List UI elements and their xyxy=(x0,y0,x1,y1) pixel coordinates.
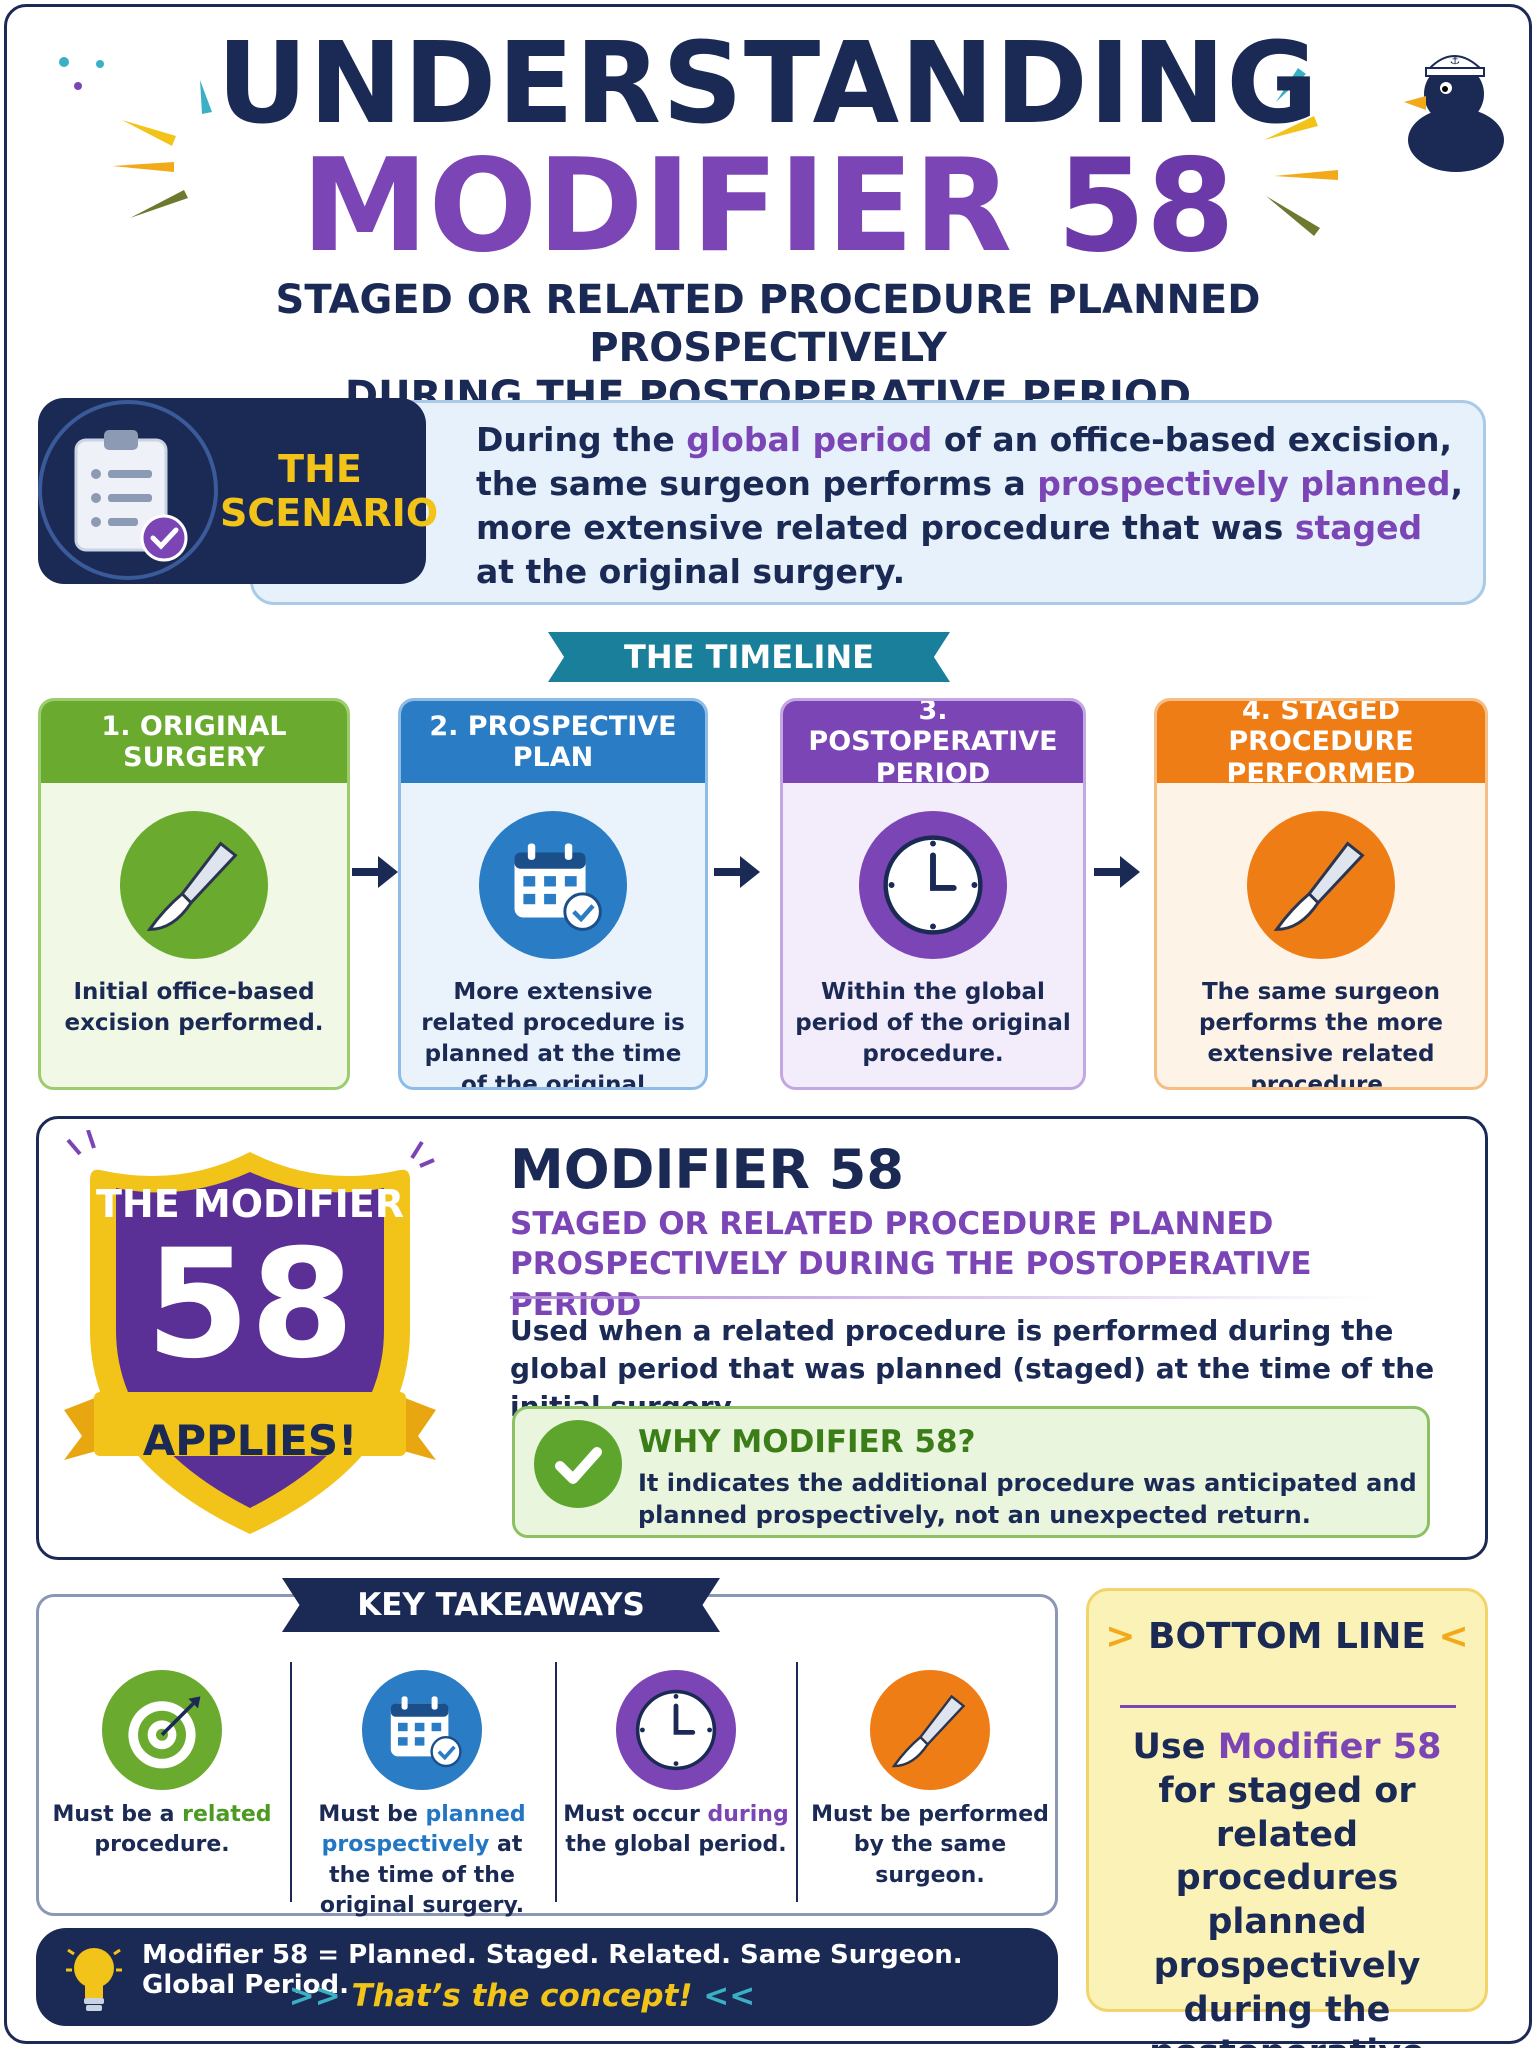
modifier-subtitle-line1: STAGED OR RELATED PROCEDURE PLANNED xyxy=(510,1206,1274,1242)
takeaway-post: the global period. xyxy=(565,1832,787,1858)
scenario-label: THE SCENARIO xyxy=(220,447,439,535)
takeaway-text: Must occur during the global period. xyxy=(556,1800,796,1861)
modifier-description: Used when a related procedure is perform… xyxy=(510,1314,1435,1423)
bottom-line-panel xyxy=(1086,1588,1488,2012)
timeline-step-title: 3. POSTOPERATIVE PERIOD xyxy=(783,701,1083,789)
timeline-step-title: 4. STAGED PROCEDURE PERFORMED xyxy=(1157,701,1485,789)
calendar-check-icon xyxy=(362,1670,482,1790)
shield-number: 58 xyxy=(145,1218,355,1392)
bottom-line-divider xyxy=(1120,1705,1456,1708)
scenario-text-segment: at the original surgery. xyxy=(476,551,906,591)
arrow-right-icon xyxy=(712,852,762,892)
title-number: 58 xyxy=(1056,132,1235,281)
scenario-panel xyxy=(250,400,1486,605)
shield-label-bottom: APPLIES! xyxy=(142,1416,358,1465)
takeaway-item: Must be a related procedure. xyxy=(42,1660,282,1910)
page-frame xyxy=(4,4,1532,2044)
takeaway-pre: Must be performed by the same surgeon. xyxy=(811,1802,1049,1888)
modifier-subtitle: STAGED OR RELATED PROCEDURE PLANNED PROS… xyxy=(510,1204,1430,1325)
scenario-icon-circle xyxy=(38,400,218,580)
takeaway-text: Must be planned prospectively at the tim… xyxy=(302,1800,542,1921)
timeline-step-text: Within the global period of the original… xyxy=(795,979,1071,1068)
takeaway-post: at the time of the original surgery. xyxy=(319,1832,525,1919)
scenario-label-line1: THE xyxy=(278,447,362,491)
modifier-title: MODIFIER 58 xyxy=(510,1138,904,1201)
scenario-text-segment: , more extensive related procedure that … xyxy=(476,463,1464,547)
takeaway-item: Must be planned prospectively at the tim… xyxy=(302,1660,542,1918)
timeline-step: 1. ORIGINAL SURGERY Initial office-based… xyxy=(38,698,350,1090)
calendar-check-icon xyxy=(479,811,627,959)
timeline-step: 4. STAGED PROCEDURE PERFORMED The same s… xyxy=(1154,698,1488,1090)
scenario-highlight: staged xyxy=(1294,507,1423,547)
takeaway-pre: Must be a xyxy=(52,1802,183,1827)
summary-bar-text: Modifier 58 = Planned. Staged. Related. … xyxy=(142,1940,963,2000)
takeaway-pre: Must occur xyxy=(563,1802,708,1827)
timeline-step: 3. POSTOPERATIVE PERIOD Within the globa… xyxy=(780,698,1086,1090)
takeaway-pre: Must be xyxy=(318,1802,426,1827)
takeaway-highlight: during xyxy=(707,1802,789,1827)
page-title-line1: UNDERSTANDING xyxy=(216,19,1320,149)
confetti-burst-right xyxy=(1264,68,1338,236)
arrow-right-icon xyxy=(1092,852,1142,892)
arrow-right-icon xyxy=(350,852,400,892)
lightbulb-icon xyxy=(66,1948,122,2011)
scenario-text-segment: During the xyxy=(476,420,687,459)
subtitle-line1: STAGED OR RELATED PROCEDURE PLANNED PROS… xyxy=(275,277,1261,371)
takeaways-ribbon: KEY TAKEAWAYS xyxy=(282,1578,720,1632)
page-title-line2: MODIFIER 58 xyxy=(0,139,1536,274)
takeaway-highlight: related xyxy=(182,1802,272,1827)
duck-mascot-icon: ⚓ xyxy=(1404,53,1504,172)
takeaway-text: Must be a related procedure. xyxy=(42,1800,282,1861)
shield-badge-icon xyxy=(64,1130,436,1534)
tagline-text: That’s the concept! xyxy=(351,1978,693,2014)
modifier-subtitle-line2: PROSPECTIVELY DURING THE POSTOPERATIVE P… xyxy=(510,1246,1312,1323)
shield-label-top: THE MODIFIER xyxy=(95,1182,405,1226)
timeline-step: 2. PROSPECTIVE PLAN More extensive relat… xyxy=(398,698,708,1090)
takeaway-item: Must occur during the global period. xyxy=(556,1660,796,1910)
scenario-text-segment: of an office-based excision, the same su… xyxy=(476,420,1452,503)
why-title: WHY MODIFIER 58? xyxy=(638,1424,976,1460)
takeaway-text: Must be performed by the same surgeon. xyxy=(810,1800,1050,1891)
scenario-label-line2: SCENARIO xyxy=(220,490,439,535)
timeline-step-title: 1. ORIGINAL SURGERY xyxy=(41,701,347,783)
why-panel xyxy=(512,1406,1430,1538)
takeaway-highlight: planned prospectively xyxy=(321,1802,526,1858)
timeline-step-text: The same surgeon performs the more exten… xyxy=(1199,979,1443,1090)
scenario-highlight: global period xyxy=(686,420,933,459)
takeaway-divider xyxy=(555,1662,557,1902)
title-word: MODIFIER xyxy=(301,132,1013,281)
takeaway-divider xyxy=(290,1662,292,1902)
takeaway-divider xyxy=(796,1662,798,1902)
scalpel-icon xyxy=(870,1670,990,1790)
timeline-step-text: More extensive related procedure is plan… xyxy=(421,979,685,1090)
scenario-highlight: prospectively planned xyxy=(1037,463,1451,503)
scenario-description: During the global period of an office-ba… xyxy=(476,418,1466,594)
confetti-burst-left xyxy=(59,57,212,218)
bottom-line-title-text: BOTTOM LINE xyxy=(1148,1616,1426,1657)
scalpel-icon xyxy=(1247,811,1395,959)
timeline-step-title: 2. PROSPECTIVE PLAN xyxy=(401,701,705,783)
bottom-line-pre: Use xyxy=(1132,1727,1218,1767)
bottom-line-post: for staged or related procedures planned… xyxy=(1149,1770,1425,2048)
checkmark-icon xyxy=(534,1420,622,1508)
scalpel-icon xyxy=(120,811,268,959)
timeline-step-text: Initial office-based excision performed. xyxy=(64,979,324,1037)
summary-bar-tagline: >> That’s the concept! << xyxy=(288,1978,756,2014)
bottom-line-text: Use Modifier 58 for staged or related pr… xyxy=(1100,1726,1474,2048)
target-icon xyxy=(102,1670,222,1790)
clipboard-check-icon xyxy=(74,430,188,562)
timeline-ribbon: THE TIMELINE xyxy=(548,632,950,682)
takeaway-post: procedure. xyxy=(94,1832,230,1858)
why-text: It indicates the additional procedure wa… xyxy=(638,1469,1417,1529)
modifier-divider xyxy=(510,1296,1380,1299)
clock-icon xyxy=(859,811,1007,959)
takeaway-item: Must be performed by the same surgeon. xyxy=(810,1660,1050,1910)
clock-icon xyxy=(616,1670,736,1790)
svg-text:⚓: ⚓ xyxy=(1450,53,1461,67)
summary-bar xyxy=(36,1928,1058,2026)
bottom-line-title: > BOTTOM LINE < xyxy=(1105,1616,1469,1657)
bottom-line-highlight: Modifier 58 xyxy=(1217,1727,1442,1767)
